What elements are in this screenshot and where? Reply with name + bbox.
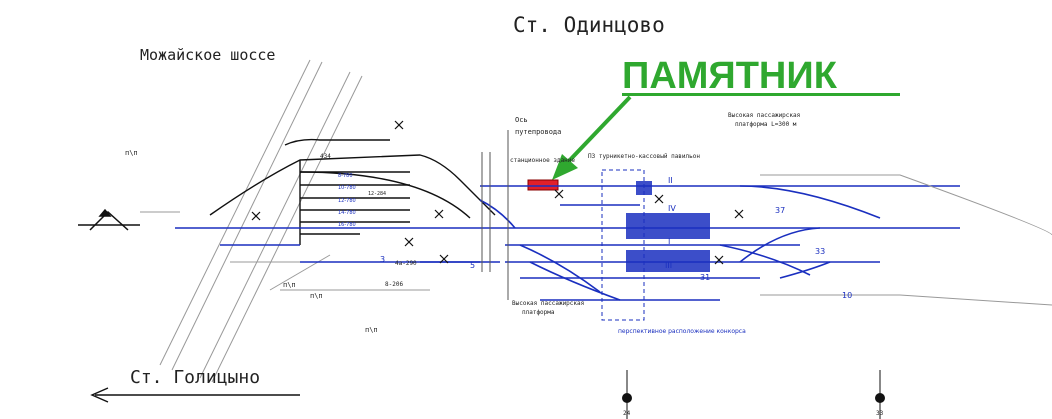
platform-label: Высокая пассажирская: [512, 300, 584, 307]
km-post-label: 33: [876, 410, 884, 417]
track-numbers: II IV I III 3 5 10 37 33 31: [380, 176, 852, 300]
cad-labels: п\п п\п п\п п\п 4а-290 8-206 434 8-780 1…: [125, 149, 417, 334]
station-building-label: станционное здание: [510, 157, 575, 164]
pn-label: п\п: [283, 281, 296, 289]
track-length: 12-284: [368, 191, 386, 197]
track-length: 14-780: [338, 210, 356, 216]
km-posts: 24 33: [622, 370, 885, 419]
direction: Ст. Голицыно: [90, 367, 300, 403]
concourse-label: перспективное расположение конкорса: [618, 328, 746, 335]
track-number: 10: [842, 291, 852, 300]
axis-label: путепровода: [515, 128, 561, 136]
track-number: 5: [470, 261, 475, 270]
platform-label: платформа: [522, 309, 555, 316]
pavilion-label: П3 турникетно-кассовый павильон: [588, 153, 700, 160]
monument-marker: [527, 179, 559, 191]
track-number: I: [668, 237, 670, 246]
axis-label: Ось: [515, 116, 528, 124]
track-length: 16-780: [338, 222, 356, 228]
dist-label: 434: [320, 153, 331, 160]
platform-label: платформа L=300 м: [735, 121, 797, 128]
road-label: Можайское шоссе: [140, 46, 275, 64]
km-post-label: 24: [623, 410, 631, 417]
pn-label: п\п: [125, 149, 138, 157]
track-number: 37: [775, 206, 785, 215]
annotations: Ось путепровода станционное здание П3 ту…: [510, 112, 800, 335]
track-length: 10-780: [338, 185, 356, 191]
grey-boundary: [140, 174, 1052, 306]
track-number: 33: [815, 247, 825, 256]
track-number: III: [665, 261, 672, 270]
overpass-axis: [481, 130, 509, 300]
track-number: IV: [668, 204, 676, 213]
left-marker: [78, 208, 140, 231]
monument-underline: [622, 93, 900, 96]
arrow-left-icon: [90, 387, 300, 403]
km-label: 8-206: [385, 281, 403, 288]
platforms: [626, 181, 710, 272]
pn-label: п\п: [310, 292, 323, 300]
switch-marks: [251, 120, 744, 265]
blue-tracks: [175, 185, 960, 301]
road-lines: [159, 59, 363, 383]
direction-label: Ст. Голицыно: [130, 367, 260, 388]
pointer-arrow-icon: [552, 95, 632, 180]
km-label: 4а-290: [395, 260, 417, 267]
track-length: 12-780: [338, 198, 356, 204]
station-title: Ст. Одинцово: [513, 13, 665, 37]
monument-label: ПАМЯТНИК: [622, 55, 838, 97]
track-number: 31: [700, 273, 710, 282]
track-length: 8-780: [338, 173, 353, 179]
pn-label: п\п: [365, 326, 378, 334]
track-number: 3: [380, 255, 385, 264]
black-tracks: [209, 138, 496, 245]
track-number: II: [668, 176, 673, 185]
platform-label: Высокая пассажирская: [728, 112, 800, 119]
concourse-box: [601, 169, 645, 321]
